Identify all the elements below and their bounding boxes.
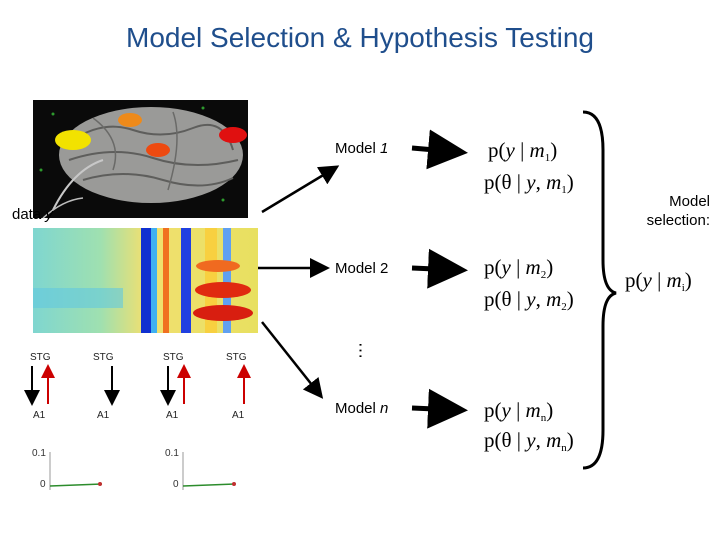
brain-image xyxy=(33,100,248,219)
plot-tick-lower-2: 0 xyxy=(173,479,179,490)
node-stg-1: STG xyxy=(30,352,51,363)
data-label: data y xyxy=(12,206,53,223)
node-a1-3: A1 xyxy=(166,410,179,421)
evidence-model-2: p(y | m2) xyxy=(484,255,554,281)
plot-trace-2 xyxy=(182,483,236,487)
posterior-model-n: p(θ | y, mn) xyxy=(484,428,574,454)
models-ellipsis: … xyxy=(355,341,376,360)
node-stg-3: STG xyxy=(163,352,184,363)
slide-title: Model Selection & Hypothesis Testing xyxy=(126,22,594,53)
node-a1-1: A1 xyxy=(33,410,46,421)
arrow-model-1-formula xyxy=(411,129,468,170)
model-selection-label: Model selection: xyxy=(646,193,710,229)
plot-tick-upper-1: 0.1 xyxy=(32,448,46,459)
plot-marker-1 xyxy=(98,482,102,486)
plot-marker-2 xyxy=(232,482,236,486)
arrow-to-model-1 xyxy=(261,165,340,214)
plot-tick-lower-1: 0 xyxy=(40,479,46,490)
arrow-model-2-formula xyxy=(411,248,468,289)
eeg-data-image xyxy=(33,228,258,333)
posterior-model-2: p(θ | y, m2) xyxy=(484,287,574,313)
model-selection-brace xyxy=(582,110,617,470)
plot-tick-upper-2: 0.1 xyxy=(165,448,179,459)
node-stg-2: STG xyxy=(93,352,114,363)
plot-trace-1 xyxy=(49,483,103,487)
evidence-model-n: p(y | mn) xyxy=(484,398,554,424)
node-a1-2: A1 xyxy=(97,410,110,421)
model-1-label: Model 1 xyxy=(335,140,389,157)
evidence-model-1: p(y | m1) xyxy=(488,138,558,164)
arrow-model-n-formula xyxy=(411,388,468,429)
node-a1-4: A1 xyxy=(232,410,245,421)
model-2-label: Model 2 xyxy=(335,260,389,277)
arrow-to-model-n xyxy=(261,321,324,399)
node-stg-4: STG xyxy=(226,352,247,363)
model-selection-formula: p(y | mi) xyxy=(625,268,692,294)
posterior-model-1: p(θ | y, m1) xyxy=(484,170,574,196)
model-n-label: Model n xyxy=(335,400,389,417)
